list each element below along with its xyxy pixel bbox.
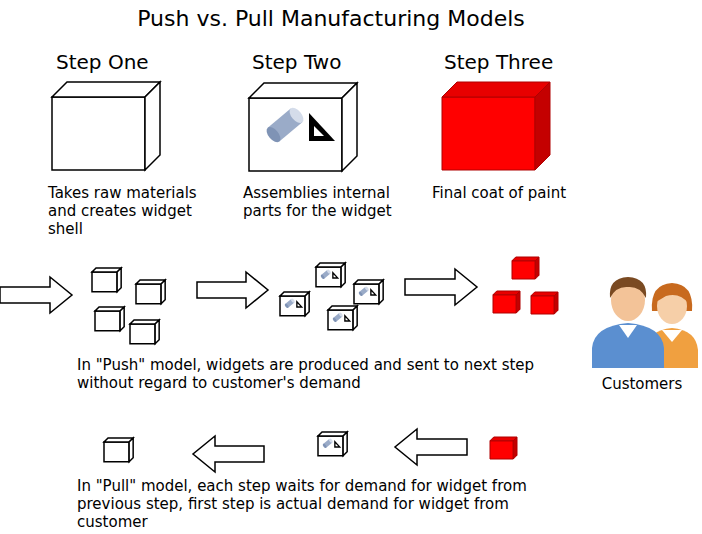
painted-cube	[442, 82, 550, 170]
step-heading: Step Three	[444, 50, 634, 74]
customers-label: Customers	[586, 375, 698, 393]
push-arrows	[0, 269, 477, 313]
push-model-note: In "Push" model, widgets are produced an…	[77, 356, 582, 392]
pull-widgets	[104, 432, 517, 462]
step-description: Takes raw materials and creates widget s…	[48, 184, 218, 238]
step-heading: Step One	[56, 50, 226, 74]
assembled-cube	[249, 83, 357, 171]
customers-icon	[592, 277, 698, 368]
process-step: Step ThreeFinal coat of paint	[428, 46, 648, 246]
push-widgets	[92, 257, 558, 344]
pull-model-note: In "Pull" model, each step waits for dem…	[77, 477, 582, 531]
process-step: Step OneTakes raw materials and creates …	[44, 46, 234, 246]
shell-cube	[52, 82, 160, 170]
step-description: Assemblies internal parts for the widget	[243, 184, 423, 220]
step-heading: Step Two	[252, 50, 422, 74]
process-step: Step TwoAssemblies internal parts for th…	[240, 46, 430, 246]
customer-group: Customers	[586, 272, 698, 396]
step-description: Final coat of paint	[432, 184, 642, 202]
diagram-title: Push vs. Pull Manufacturing Models	[0, 6, 662, 32]
pull-arrows	[193, 429, 467, 472]
